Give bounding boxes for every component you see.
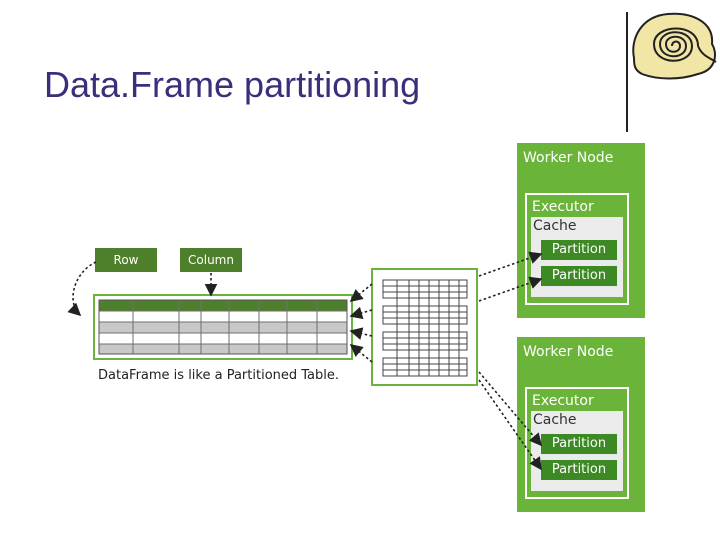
caption: DataFrame is like a Partitioned Table. <box>98 368 340 383</box>
title-divider <box>626 12 628 132</box>
worker-node-title: Worker Node <box>523 150 614 166</box>
scroll-logo-icon <box>632 12 717 80</box>
partition-block: Partition <box>541 240 617 260</box>
partition-block: Partition <box>541 434 617 454</box>
executor-box: Executor Cache Partition Partition <box>525 387 629 499</box>
row-label: Row <box>95 248 157 272</box>
dataframe-table <box>93 294 353 360</box>
row-arrow <box>67 261 97 317</box>
cache-arrow <box>478 371 543 447</box>
cache-box: Cache Partition Partition <box>531 217 623 297</box>
worker-node-2: Worker Node Executor Cache Partition Par… <box>517 337 645 512</box>
cache-title: Cache <box>533 412 577 428</box>
partition-blocks <box>382 279 468 377</box>
partitions-box <box>371 268 478 386</box>
executor-title: Executor <box>532 393 594 409</box>
partition-arrow <box>349 283 373 303</box>
partition-block: Partition <box>541 266 617 286</box>
cache-arrow <box>478 251 543 277</box>
executor-title: Executor <box>532 199 594 215</box>
partition-arrow <box>349 343 373 363</box>
table-grid <box>98 299 348 355</box>
cache-arrow <box>478 379 542 471</box>
partition-arrow <box>349 306 373 320</box>
executor-box: Executor Cache Partition Partition <box>525 193 629 305</box>
partition-block: Partition <box>541 460 617 480</box>
slide-title: Data.Frame partitioning <box>44 64 421 105</box>
cache-title: Cache <box>533 218 577 234</box>
partition-arrow <box>349 327 373 340</box>
cache-box: Cache Partition Partition <box>531 411 623 491</box>
cache-arrow <box>478 276 543 302</box>
worker-node-title: Worker Node <box>523 344 614 360</box>
worker-node-1: Worker Node Executor Cache Partition Par… <box>517 143 645 318</box>
column-label: Column <box>180 248 242 272</box>
